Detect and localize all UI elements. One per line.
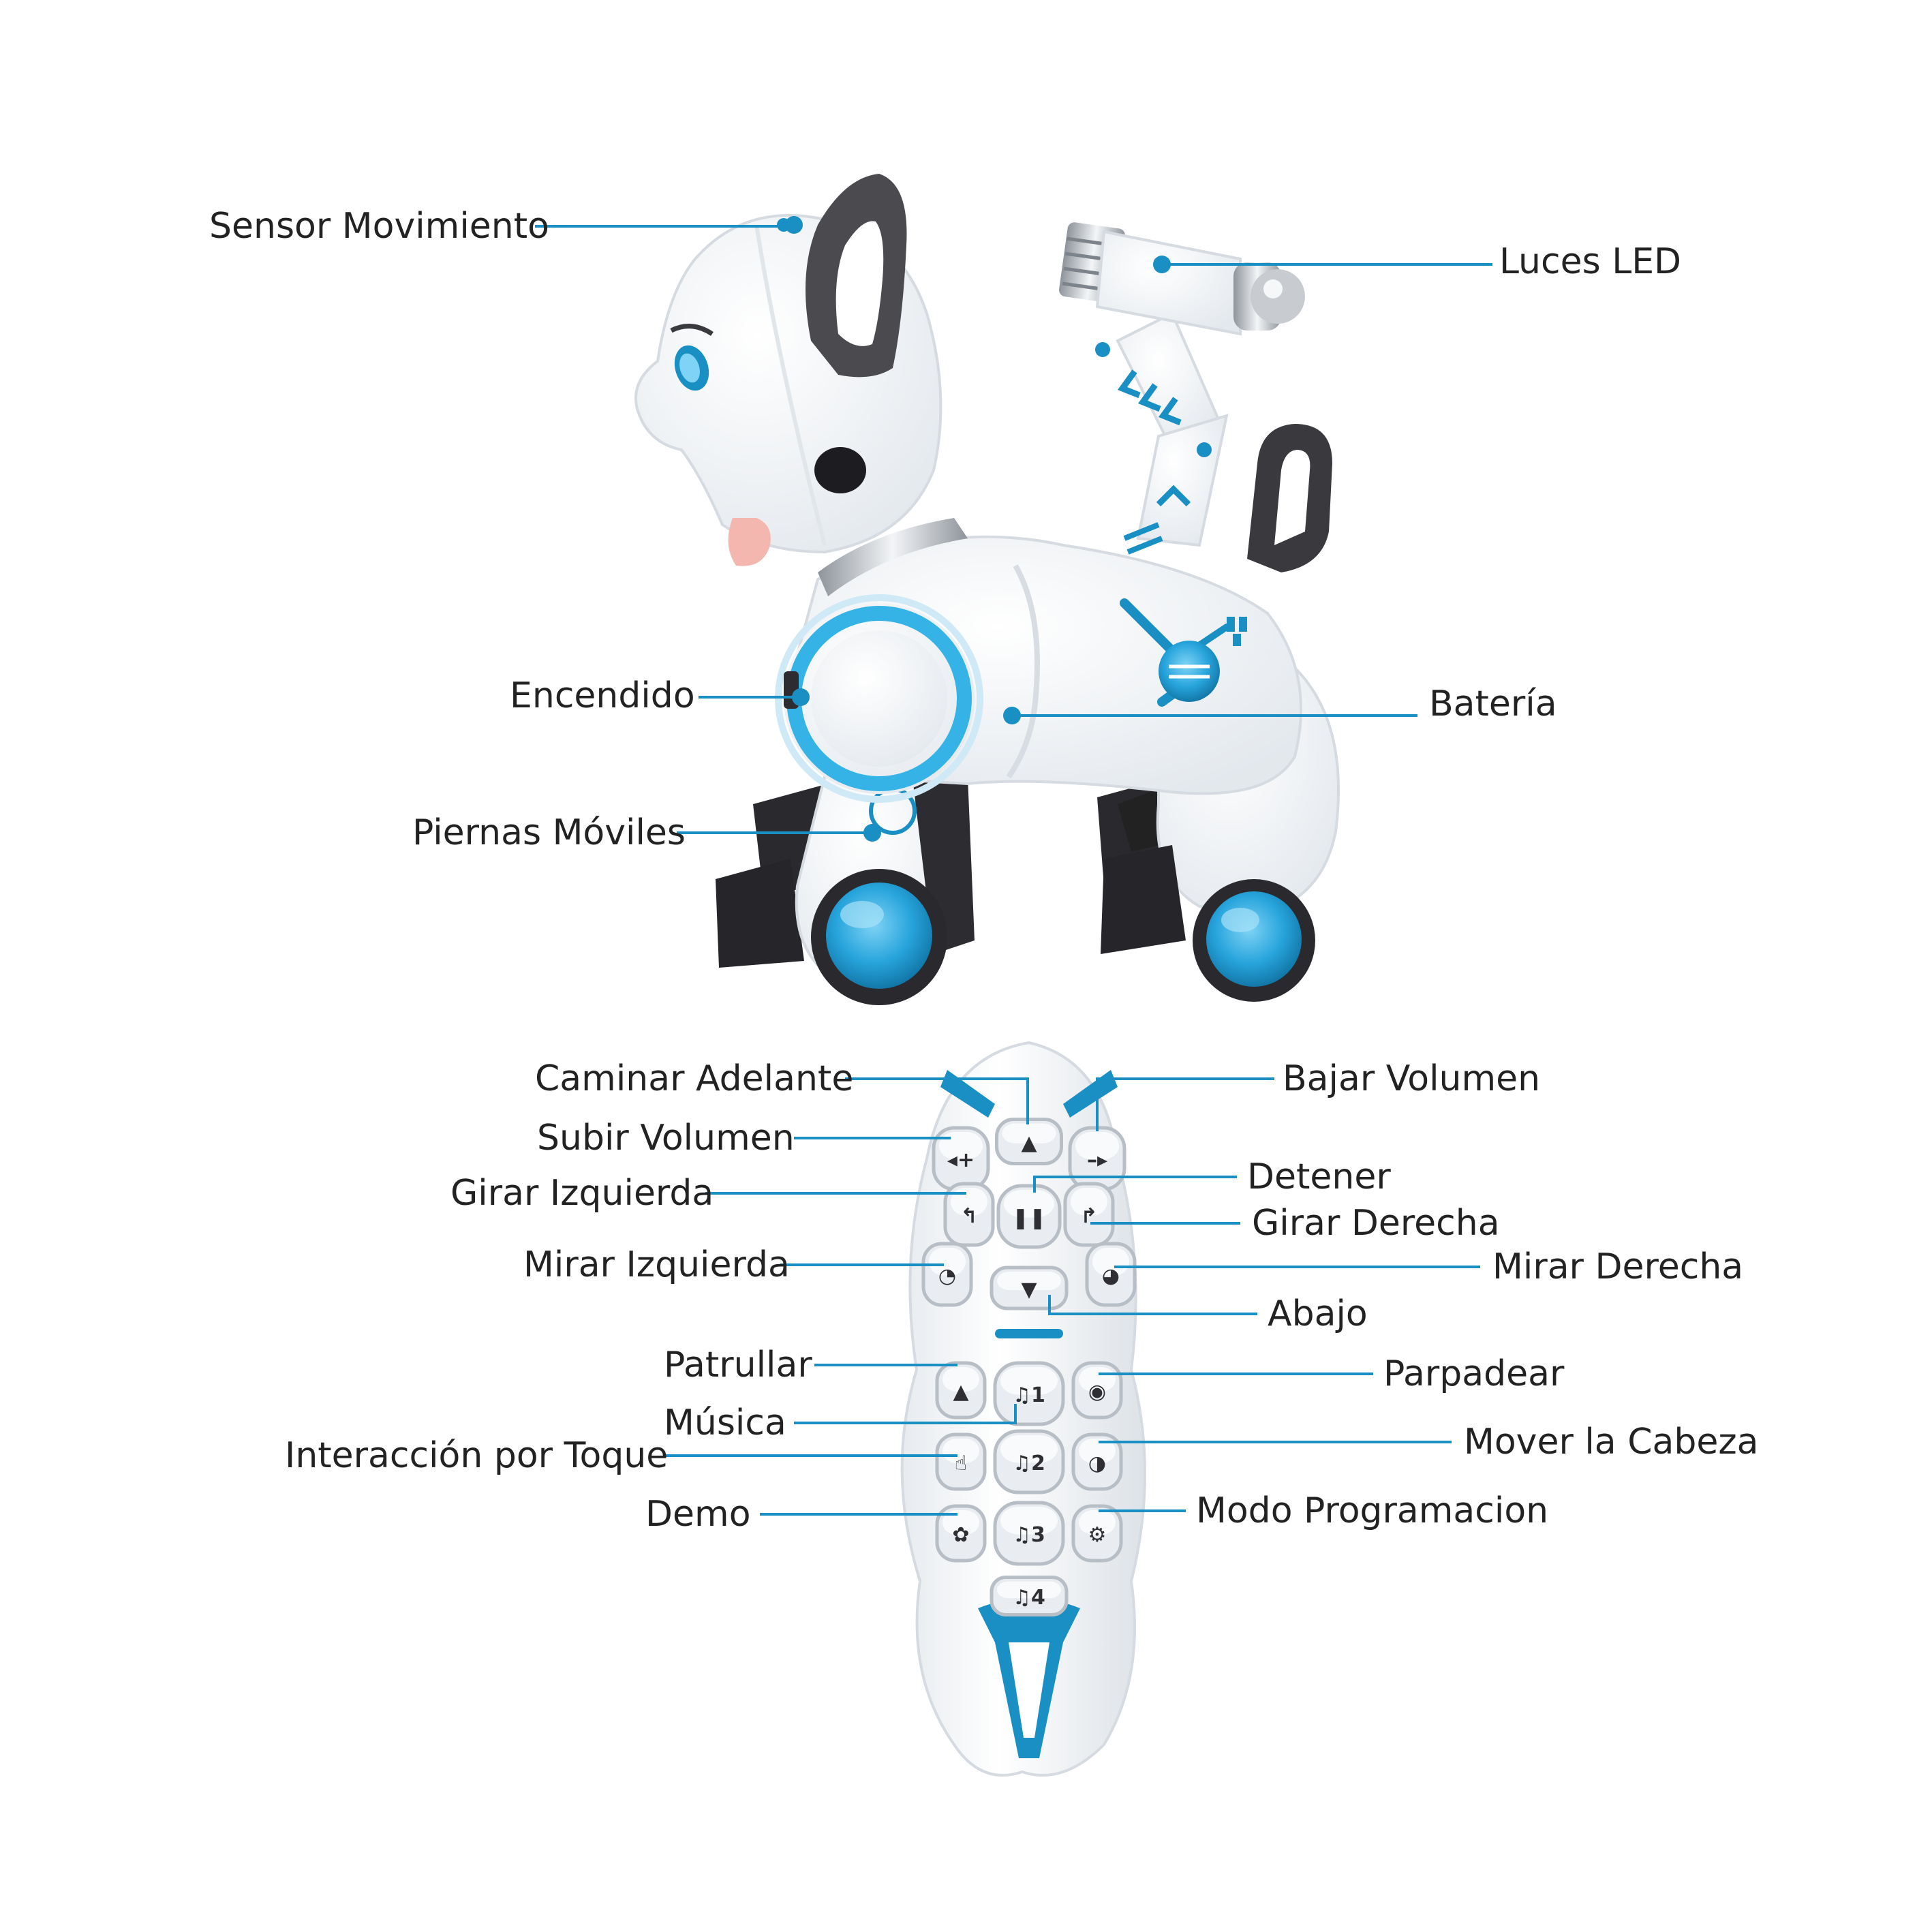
label-move-head: Mover la Cabeza: [1464, 1422, 1759, 1462]
music-3-button[interactable]: ♫3: [993, 1501, 1065, 1566]
label-battery: Batería: [1429, 684, 1557, 724]
down-button[interactable]: ▼: [990, 1266, 1069, 1310]
touch-button[interactable]: ☝: [935, 1432, 987, 1491]
remote-buttons: ▲ ◂+ –▸ ❚❚ ↰ ↱ ◔ ◕ ▼ ▲ ♫1 ◉ ☝ ♫2 ◑ ✿ ♫3 ⚙ ♫4: [921, 1118, 1137, 1616]
label-led-lights: Luces LED: [1499, 241, 1682, 282]
leader-volume-down: [1096, 1077, 1274, 1131]
head: [634, 174, 942, 566]
leader-down: [1048, 1295, 1257, 1315]
tongue: [728, 518, 771, 566]
label-motion-sensor: Sensor Movimiento: [209, 206, 549, 247]
turn-left-button-glyph: ↰: [960, 1204, 977, 1228]
music-2-button-glyph: ♫2: [1013, 1452, 1045, 1475]
demo-button[interactable]: ✿: [935, 1504, 987, 1563]
music-3-button-glyph: ♫3: [1013, 1523, 1045, 1547]
leader-lines: [535, 216, 1492, 1516]
down-button-glyph: ▼: [1021, 1278, 1037, 1302]
music-1-button-glyph: ♫1: [1013, 1383, 1045, 1407]
label-power: Encendido: [510, 675, 695, 716]
move-head-button[interactable]: ◑: [1071, 1432, 1123, 1491]
label-touch-interaction: Interacción por Toque: [285, 1435, 669, 1476]
leader-walk-forward: [845, 1077, 1029, 1124]
label-volume-down: Bajar Volumen: [1283, 1058, 1541, 1099]
label-volume-up: Subir Volumen: [537, 1118, 795, 1159]
blink-button-glyph: ◉: [1088, 1380, 1106, 1404]
label-look-left: Mirar Izquierda: [523, 1244, 790, 1285]
label-music: Música: [664, 1402, 786, 1443]
volume-down-button-glyph: –▸: [1087, 1148, 1107, 1172]
label-down: Abajo: [1268, 1293, 1368, 1334]
collar: [818, 518, 968, 596]
patrol-button-glyph: ▲: [953, 1380, 968, 1404]
led-arm: [1095, 311, 1229, 555]
front-wheel-hub: [826, 883, 932, 989]
robot-dog: [634, 174, 1340, 1005]
label-blink: Parpadear: [1383, 1353, 1565, 1394]
label-patrol: Patrullar: [664, 1345, 812, 1385]
look-right-button[interactable]: ◕: [1085, 1242, 1137, 1307]
move-head-button-glyph: ◑: [1088, 1452, 1106, 1475]
look-left-button[interactable]: ◔: [921, 1242, 973, 1307]
label-moving-legs: Piernas Móviles: [412, 812, 686, 853]
leader-stop: [1033, 1176, 1237, 1193]
turn-left-button[interactable]: ↰: [943, 1182, 995, 1247]
programming-button-glyph: ⚙: [1088, 1523, 1107, 1547]
turn-right-button[interactable]: ↱: [1063, 1182, 1115, 1247]
status-bar: [995, 1329, 1063, 1338]
leader-power-dot: [792, 688, 810, 706]
patrol-button[interactable]: ▲: [935, 1361, 987, 1420]
stop-button-glyph: ❚❚: [1012, 1206, 1046, 1230]
stop-button[interactable]: ❚❚: [996, 1184, 1062, 1249]
blink-button[interactable]: ◉: [1071, 1361, 1123, 1420]
nose: [814, 447, 866, 493]
label-demo: Demo: [645, 1494, 751, 1535]
volume-up-button-glyph: ◂+: [947, 1148, 975, 1172]
rear-wheel-hub: [1206, 891, 1302, 987]
volume-down-button[interactable]: –▸: [1068, 1126, 1126, 1191]
label-walk-forward: Caminar Adelante: [535, 1058, 854, 1099]
label-programming-mode: Modo Programacion: [1196, 1490, 1549, 1531]
walk-forward-button-glyph: ▲: [1021, 1131, 1037, 1155]
leader-music: [794, 1404, 1017, 1424]
music-4-button-glyph: ♫4: [1013, 1586, 1045, 1610]
rear-foot-front: [1101, 845, 1186, 954]
music-1-button[interactable]: ♫1: [993, 1361, 1065, 1426]
music-2-button[interactable]: ♫2: [993, 1429, 1065, 1494]
touch-button-glyph: ☝: [955, 1452, 967, 1475]
leader-moving-legs-dot: [863, 824, 881, 842]
label-stop: Detener: [1247, 1156, 1391, 1197]
look-left-button-glyph: ◔: [938, 1264, 956, 1288]
label-look-right: Mirar Derecha: [1492, 1246, 1744, 1287]
led-lamp: [1059, 222, 1305, 336]
leader-led-lights-dot: [1153, 256, 1171, 273]
label-turn-right: Girar Derecha: [1252, 1203, 1500, 1244]
programming-button[interactable]: ⚙: [1071, 1504, 1123, 1563]
leader-motion-sensor-dot: [785, 216, 803, 234]
front-foot-front: [716, 859, 804, 968]
leader-battery-dot: [1003, 707, 1021, 724]
label-turn-left: Girar Izquierda: [450, 1173, 714, 1214]
battery-badge: [1120, 598, 1247, 707]
demo-button-glyph: ✿: [952, 1523, 969, 1547]
music-4-button[interactable]: ♫4: [990, 1576, 1069, 1616]
walk-forward-button[interactable]: ▲: [995, 1118, 1063, 1165]
